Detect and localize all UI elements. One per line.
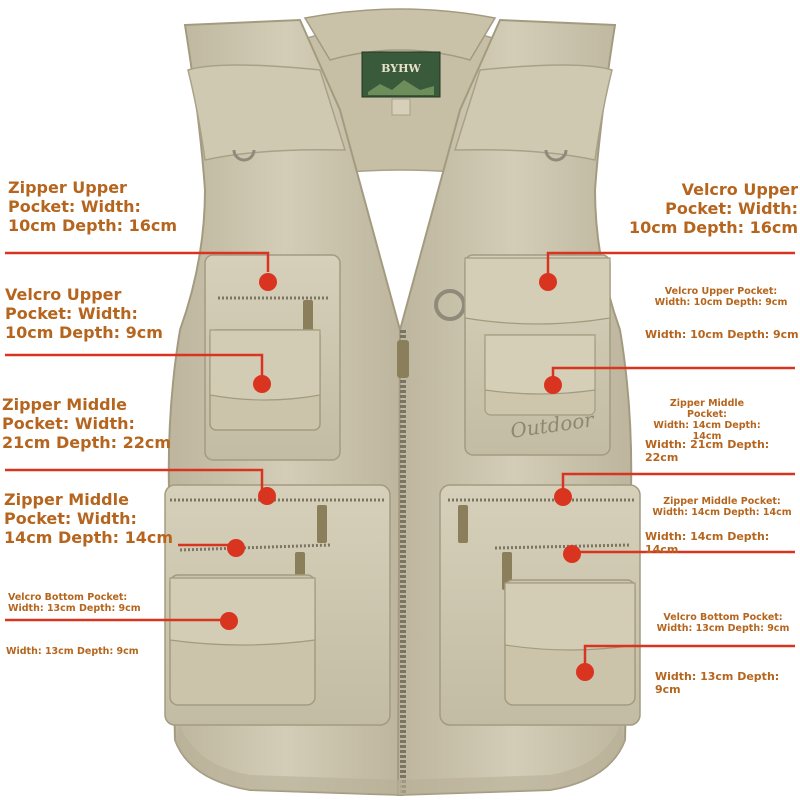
- label-left-velcro-bottom-dim: Width: 13cm Depth: 9cm: [6, 646, 139, 657]
- dot-left-zipper-middle-2: [227, 539, 245, 557]
- label-right-velcro-bottom-dim: Width: 13cm Depth: 9cm: [655, 670, 780, 696]
- label-left-velcro-upper: Velcro Upper Pocket: Width: 10cm Depth: …: [5, 285, 163, 342]
- dot-right-velcro-upper-2: [544, 376, 562, 394]
- d-ring-right: [544, 149, 568, 162]
- dot-right-velcro-bottom: [576, 663, 594, 681]
- leader-left-1: [5, 251, 270, 272]
- label-left-zipper-middle-1: Zipper Middle Pocket: Width: 21cm Depth:…: [2, 395, 172, 452]
- dot-right-velcro-upper: [539, 273, 557, 291]
- vest-left-yoke: [187, 64, 347, 161]
- leader-right-1: [546, 251, 795, 276]
- label-left-zipper-upper: Zipper Upper Pocket: Width: 10cm Depth: …: [8, 178, 178, 235]
- label-right-velcro-upper-dim: Width: 10cm Depth: 9cm: [645, 328, 799, 341]
- leader-right-5: [583, 644, 795, 668]
- d-ring-chest: [434, 289, 466, 321]
- leader-left-3: [5, 468, 264, 492]
- label-left-zipper-middle-2: Zipper Middle Pocket: Width: 14cm Depth:…: [4, 490, 174, 547]
- label-right-velcro-upper-small: Velcro Upper Pocket: Width: 10cm Depth: …: [654, 286, 788, 308]
- dot-right-zipper-middle: [554, 488, 572, 506]
- label-right-velcro-bottom-small: Velcro Bottom Pocket: Width: 13cm Depth:…: [656, 612, 790, 634]
- dot-left-zipper-upper: [259, 273, 277, 291]
- size-tag: [391, 98, 411, 116]
- label-right-zipper-middle-small: Zipper Middle Pocket: Width: 14cm Depth:…: [653, 398, 761, 442]
- dot-left-velcro-bottom: [220, 612, 238, 630]
- label-left-velcro-bottom: Velcro Bottom Pocket: Width: 13cm Depth:…: [8, 592, 141, 614]
- dot-left-zipper-middle-1: [258, 487, 276, 505]
- label-right-velcro-upper: Velcro Upper Pocket: Width: 10cm Depth: …: [628, 180, 798, 237]
- label-right-zipper-middle-2-dim: Width: 14cm Depth: 14cm: [645, 530, 770, 556]
- dot-left-velcro-upper: [253, 375, 271, 393]
- dot-right-zipper-middle-2: [563, 545, 581, 563]
- brand-logo-text: BYHW: [381, 62, 421, 75]
- annotation-dots: [220, 273, 594, 681]
- zipper-pull: [397, 340, 409, 378]
- vest-right-yoke: [453, 64, 613, 161]
- label-right-zipper-middle-2-small: Zipper Middle Pocket: Width: 14cm Depth:…: [652, 496, 792, 518]
- annotation-lines: [5, 251, 795, 668]
- label-right-zipper-middle-dim: Width: 21cm Depth: 22cm: [645, 438, 770, 464]
- d-ring-left: [232, 149, 256, 162]
- leader-left-2: [5, 353, 264, 380]
